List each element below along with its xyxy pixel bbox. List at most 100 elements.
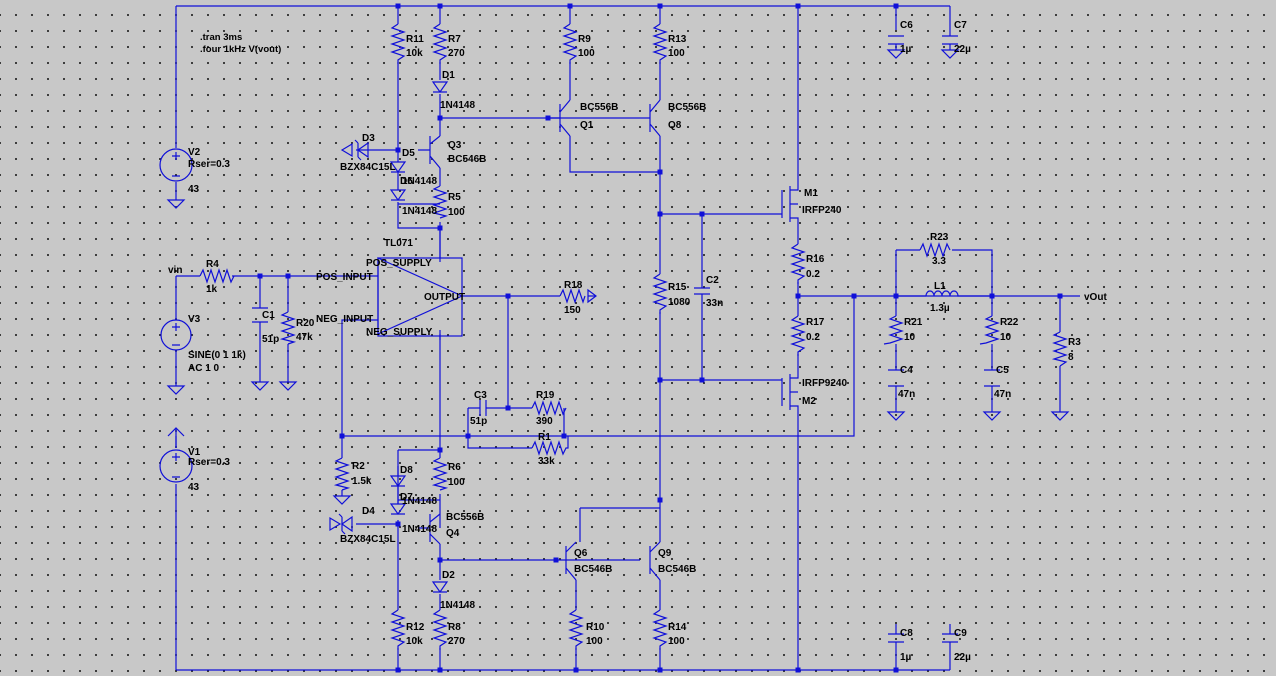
- v2-p2: 43: [188, 184, 200, 195]
- label-components-r2-name: R2: [352, 461, 365, 472]
- label-components-r6-name: R6: [448, 462, 461, 473]
- label-components-c7-value: 22µ: [954, 44, 971, 55]
- label-components-r10-value: 100: [586, 636, 603, 647]
- label-components-r1-value: 33k: [538, 456, 555, 467]
- label-components-r19-name: R19: [536, 390, 555, 401]
- label-components-l1-name: L1: [934, 281, 946, 292]
- label-components-r21-value: 10: [904, 332, 916, 343]
- label-components-d5-value: 1N4148: [402, 176, 437, 187]
- label-components-r21-name: R21: [904, 317, 923, 328]
- label-components-d3-value: BZX84C15L: [340, 162, 396, 173]
- directive-tran: .tran 3ms: [200, 32, 242, 43]
- resistor-r10: [568, 609, 584, 650]
- label-components-c8-name: C8: [900, 628, 913, 639]
- label-components-q4-name: Q4: [446, 528, 460, 539]
- transistor-q1: [548, 99, 571, 137]
- zener-d4-end: [329, 516, 342, 532]
- label-components-m2-value: IRFP9240: [802, 378, 847, 389]
- label-components-d4-value: BZX84C15L: [340, 534, 396, 545]
- resistor-r18: [559, 288, 586, 304]
- label-components-r4-name: R4: [206, 259, 219, 270]
- voltage-source-v3: [160, 319, 192, 351]
- label-components-r22-value: 10: [1000, 332, 1012, 343]
- v1-p1: Rser=0.3: [188, 457, 230, 468]
- label-components-q6-name: Q6: [574, 548, 588, 559]
- net-pos-input: POS_INPUT: [316, 272, 373, 283]
- label-components-r23-name: R23: [930, 232, 949, 243]
- label-components-r4-value: 1k: [206, 284, 218, 295]
- label-components-r7-name: R7: [448, 34, 461, 45]
- label-components-m1-name: M1: [804, 188, 818, 199]
- labels: .tran 3ms .four 1kHz V(vout) V2 Rser=0.3…: [168, 20, 1107, 663]
- capacitor-c6: [888, 35, 904, 50]
- label-components-q9-value: BC546B: [658, 564, 696, 575]
- label-components-r6-value: 100: [448, 477, 465, 488]
- label-components-r15-value: 1080: [668, 297, 691, 308]
- label-components-d7-name: D7: [400, 492, 413, 503]
- v1-name: V1: [188, 447, 201, 458]
- label-components-c3-name: C3: [474, 390, 487, 401]
- label-components-d1-value: 1N4148: [440, 100, 475, 111]
- label-components-r8-name: R8: [448, 622, 461, 633]
- label-components-d7-value: 1N4148: [402, 524, 437, 535]
- label-components-r17-value: 0.2: [806, 332, 820, 343]
- opamp-box: [377, 257, 463, 337]
- label-components-r18-name: R18: [564, 280, 583, 291]
- resistor-r12: [390, 609, 406, 650]
- label-components-r9-value: 100: [578, 48, 595, 59]
- label-components-r12-value: 10k: [406, 636, 423, 647]
- r11-column: [397, 6, 440, 229]
- label-components-d2-name: D2: [442, 570, 455, 581]
- zener-wires: [356, 149, 398, 525]
- label-components-q3-value: BC546B: [448, 154, 486, 165]
- v3-name: V3: [188, 314, 201, 325]
- symbols[interactable]: [159, 23, 1070, 652]
- label-components-c2-value: 33n: [706, 298, 723, 309]
- resistor-r11: [390, 23, 406, 64]
- label-components-r16-value: 0.2: [806, 269, 820, 280]
- net-vout: vOut: [1084, 292, 1107, 303]
- label-components-r14-name: R14: [668, 622, 687, 633]
- label-components-c7-name: C7: [954, 20, 967, 31]
- diode-links: [398, 203, 440, 501]
- resistor-r16: [790, 243, 806, 284]
- v2-p1: Rser=0.3: [188, 159, 230, 170]
- capacitor-c7: [942, 28, 958, 50]
- label-components-d6-value: 1N4148: [402, 206, 437, 217]
- inductor-l1: [925, 290, 960, 297]
- mosfet-m1: [781, 182, 799, 224]
- diode-d1: [431, 81, 449, 94]
- label-components-r11-value: 10k: [406, 48, 423, 59]
- label-components-r3-name: R3: [1068, 337, 1081, 348]
- v2-name: V2: [188, 147, 201, 158]
- label-components-r7-value: 270: [448, 48, 465, 59]
- neg-input-wire: [341, 319, 564, 437]
- label-components-r2-value: 1.5k: [352, 476, 372, 487]
- capacitor-c5: [984, 369, 1000, 387]
- zener-d3-end: [340, 142, 353, 158]
- label-components-r10-name: R10: [586, 622, 605, 633]
- resistor-r3: [1051, 331, 1068, 367]
- resistor-r7: [432, 23, 448, 64]
- diode-d2: [431, 581, 449, 594]
- net-neg-supply: NEG_SUPPLY: [366, 327, 433, 338]
- directive-four: .four 1kHz V(vout): [200, 44, 281, 55]
- label-components-m2-name: M2: [802, 396, 816, 407]
- diode-d6: [389, 189, 407, 202]
- voltage-source-v2: [159, 148, 193, 182]
- label-components-r13-name: R13: [668, 34, 687, 45]
- net-pos-supply: POS_SUPPLY: [366, 258, 432, 269]
- c2-wire: [660, 214, 782, 381]
- label-components-c5-name: C5: [996, 365, 1009, 376]
- label-components-c4-value: 47n: [898, 389, 915, 400]
- resistor-r19: [531, 400, 567, 416]
- label-components-q9-name: Q9: [658, 548, 672, 559]
- label-components-r19-value: 390: [536, 416, 553, 427]
- label-components-c8-value: 1µ: [900, 652, 912, 663]
- v3-p1: SINE(0 1 1k): [188, 350, 246, 361]
- label-components-q8-value: BC556B: [668, 102, 706, 113]
- label-components-c1-value: 51p: [262, 334, 279, 345]
- resistor-r23: [919, 242, 951, 258]
- q6-wire: [556, 559, 640, 670]
